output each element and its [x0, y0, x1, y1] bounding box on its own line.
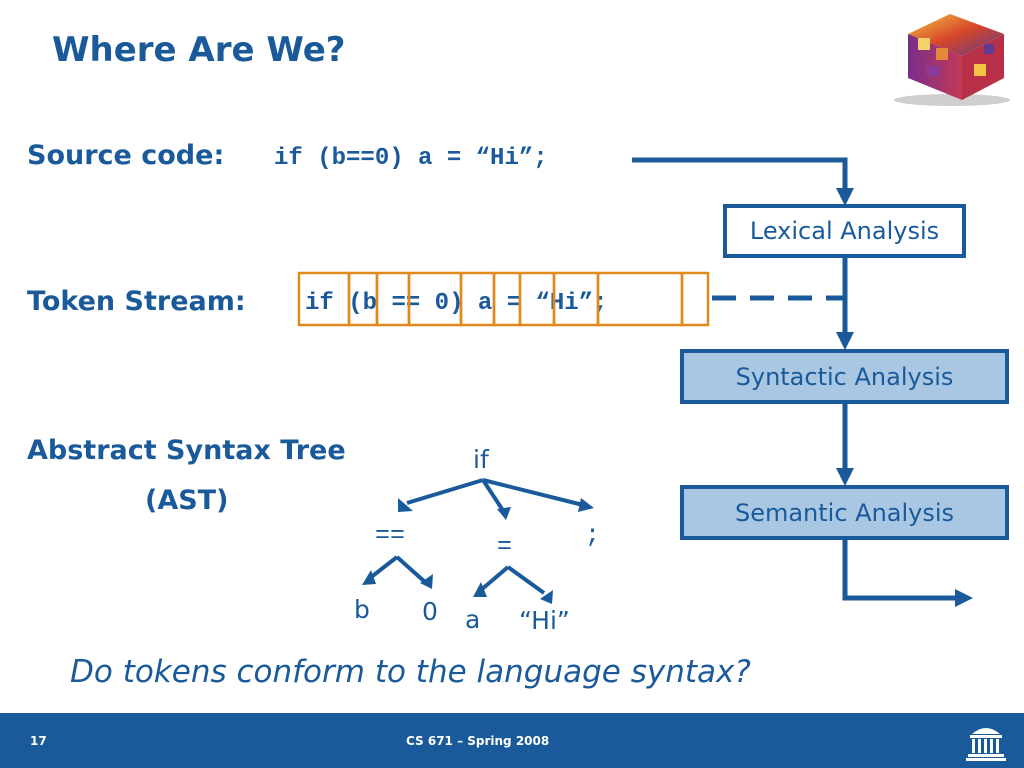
semantic-analysis-box: Semantic Analysis	[680, 485, 1009, 540]
course-label: CS 671 – Spring 2008	[406, 734, 550, 748]
ast-edge	[368, 555, 399, 580]
token: =	[506, 290, 522, 317]
ast-edge	[482, 478, 584, 507]
semantic-output-connector	[842, 539, 955, 601]
token-box	[680, 271, 710, 327]
arrowhead	[420, 574, 433, 589]
arrowhead	[955, 589, 973, 607]
arrowhead	[497, 507, 511, 520]
ast-node-semicolon: ;	[585, 521, 601, 550]
arrowhead	[398, 498, 413, 512]
ast-node-b: b	[354, 595, 370, 624]
arrowhead	[578, 498, 594, 512]
token: 0	[434, 290, 450, 317]
ast-edge	[395, 555, 427, 584]
token: b	[362, 290, 378, 317]
ast-node-a: a	[465, 605, 481, 634]
source-code-label: Source code:	[27, 140, 225, 171]
source-to-lexical-connector	[632, 157, 848, 190]
ast-edge	[506, 565, 546, 595]
token: if	[305, 290, 334, 317]
rotunda-icon	[966, 728, 1006, 761]
arrowhead	[473, 582, 487, 597]
token: a	[477, 290, 493, 317]
syntactic-analysis-box: Syntactic Analysis	[680, 349, 1009, 404]
cube-logo-icon	[894, 14, 1010, 106]
token-stream-label: Token Stream:	[27, 286, 246, 317]
ast-node-assign: =	[497, 532, 513, 561]
token-stream-text: if (b == 0) a = “Hi”;	[305, 290, 608, 317]
ast-edge	[479, 565, 510, 592]
arrowhead	[836, 468, 854, 486]
ast-edge	[481, 478, 506, 514]
token: ==	[391, 290, 421, 317]
ast-node-if: if	[473, 445, 489, 474]
arrowhead	[540, 590, 553, 604]
lexical-analysis-box: Lexical Analysis	[723, 204, 966, 258]
source-code-text: if (b==0) a = “Hi”;	[274, 145, 548, 172]
slide-title: Where Are We?	[52, 30, 346, 70]
semantic-analysis-label: Semantic Analysis	[734, 498, 955, 527]
question-text: Do tokens conform to the language syntax…	[70, 654, 751, 690]
syntactic-analysis-label: Syntactic Analysis	[735, 362, 954, 391]
token: “Hi”	[535, 290, 594, 317]
arrowhead	[836, 188, 854, 206]
ast-node-hi: “Hi”	[519, 606, 570, 635]
ast-edge	[406, 478, 484, 505]
token: (	[348, 290, 363, 317]
token: ;	[593, 290, 608, 317]
arrowhead	[836, 332, 854, 350]
ast-label-line2: (AST)	[145, 485, 229, 516]
ast-label-line1: Abstract Syntax Tree	[27, 435, 346, 466]
ast-node-equals-equals: ==	[375, 521, 406, 550]
slide-number: 17	[30, 734, 47, 748]
lexical-analysis-label: Lexical Analysis	[749, 217, 940, 245]
ast-node-zero: 0	[422, 597, 438, 626]
arrowhead	[362, 570, 376, 585]
footer-bar: 17 CS 671 – Spring 2008	[0, 713, 1024, 768]
